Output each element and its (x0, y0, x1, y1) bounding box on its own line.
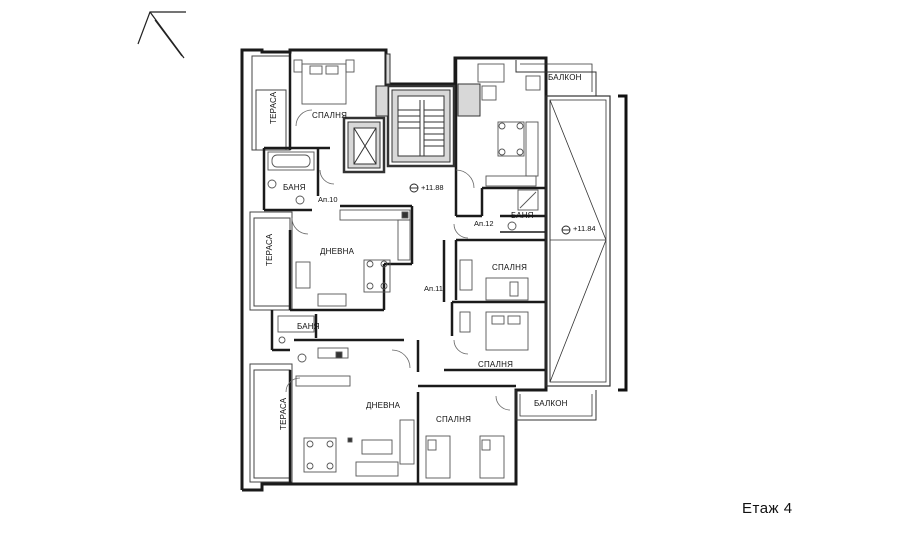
elevation-marker-icon (409, 183, 571, 235)
label-bedroom-right-2: СПАЛНЯ (478, 360, 513, 369)
interior-walls (262, 52, 546, 484)
balcony-east (515, 60, 628, 421)
label-apt11: Ап.11 (424, 284, 443, 293)
label-bedroom-bottom: СПАЛНЯ (436, 415, 471, 424)
stair-core (342, 53, 481, 174)
label-bathroom-apt11: БАНЯ (297, 322, 320, 331)
elevation-stair: +11.88 (421, 183, 444, 192)
label-living-apt11: ДНЕВНА (366, 401, 401, 410)
elevation-balcony: +11.84 (573, 224, 596, 233)
label-apt10: Ап.10 (318, 195, 338, 204)
label-living-apt10: ДНЕВНА (320, 247, 355, 256)
floor-title: Етаж 4 (742, 500, 793, 517)
label-balcony-bottom: БАЛКОН (534, 399, 568, 408)
label-terrace-top: ТЕРАСА (269, 91, 278, 124)
label-bedroom-apt10: СПАЛНЯ (312, 111, 347, 120)
label-bathroom-apt10: БАНЯ (283, 183, 306, 192)
label-balcony-top: БАЛКОН (548, 73, 582, 82)
label-terrace-mid: ТЕРАСА (265, 233, 274, 266)
north-arrow-icon (137, 11, 186, 59)
label-terrace-bottom: ТЕРАСА (279, 397, 288, 430)
label-bathroom-apt12: БАНЯ (511, 211, 534, 220)
door-swings (285, 109, 511, 411)
label-bedroom-right-1: СПАЛНЯ (492, 263, 527, 272)
furniture (267, 59, 541, 479)
label-apt12: Ап.12 (474, 219, 494, 228)
